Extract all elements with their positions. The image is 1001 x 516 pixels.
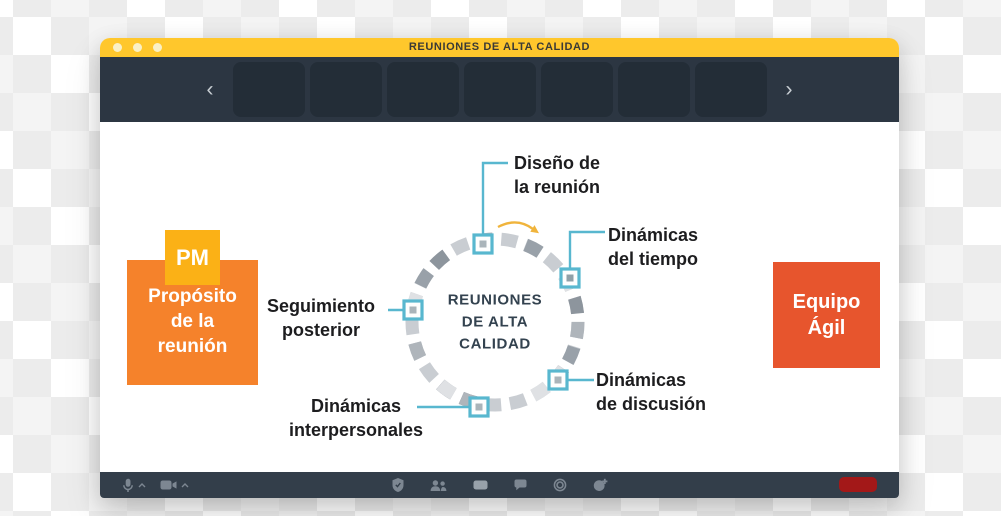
camera-options-caret-icon[interactable] <box>181 482 189 488</box>
title-bar: REUNIONES DE ALTA CALIDAD <box>100 38 899 57</box>
microphone-options-caret-icon[interactable] <box>138 482 146 488</box>
clockwise-arrow-icon <box>497 221 534 230</box>
label-discusion: Dinámicas de discusión <box>596 370 707 415</box>
minimize-window-dot[interactable] <box>133 43 142 52</box>
microphone-icon[interactable] <box>122 478 134 493</box>
node-interpersonales <box>468 396 490 418</box>
av-controls <box>100 478 189 493</box>
node-seguimiento <box>402 299 424 321</box>
label-seguimiento: Seguimiento posterior <box>266 296 375 341</box>
traffic-light-dots <box>113 38 162 57</box>
slide-thumbnail[interactable] <box>463 62 536 117</box>
connector-tiempo <box>568 230 605 270</box>
diagram-center-title: REUNIONES DE ALTA CALIDAD <box>447 291 543 352</box>
circle-diagram <box>388 161 605 418</box>
presentation-window: REUNIONES DE ALTA CALIDAD ‹ › <box>100 38 899 498</box>
chat-icon[interactable] <box>514 479 527 491</box>
connector-diseno <box>481 161 508 235</box>
maximize-window-dot[interactable] <box>153 43 162 52</box>
chevron-right-icon[interactable]: › <box>785 78 793 101</box>
record-icon[interactable] <box>553 478 567 492</box>
slide-thumbnail[interactable] <box>617 62 690 117</box>
node-diseno <box>472 233 494 255</box>
apps-icon[interactable] <box>593 478 608 492</box>
close-window-dot[interactable] <box>113 43 122 52</box>
end-call-button[interactable] <box>839 477 877 492</box>
label-diseno: Diseño de la reunión <box>514 153 601 198</box>
chevron-left-icon[interactable]: ‹ <box>206 78 214 101</box>
node-discusion <box>547 369 569 391</box>
slide-thumbnail[interactable] <box>309 62 382 117</box>
security-shield-icon[interactable] <box>392 478 404 492</box>
slide-filmstrip: ‹ › <box>100 57 899 122</box>
slide-canvas: REUNIONES DE ALTA CALIDAD Diseño de la r… <box>100 122 899 472</box>
slide-thumbnail[interactable] <box>386 62 459 117</box>
slide-thumbnail[interactable] <box>232 62 305 117</box>
pm-badge: PM <box>165 230 220 285</box>
slide-thumbnail[interactable] <box>694 62 767 117</box>
meeting-controls <box>392 472 608 498</box>
arrowhead <box>530 225 539 234</box>
equipo-agil-box: Equipo Ágil <box>773 262 880 368</box>
node-tiempo <box>559 267 581 289</box>
label-tiempo: Dinámicas del tiempo <box>608 225 699 270</box>
window-title: REUNIONES DE ALTA CALIDAD <box>408 41 591 53</box>
bottom-toolbar <box>100 472 899 498</box>
share-screen-icon[interactable] <box>473 480 488 490</box>
thumbnail-row <box>232 62 767 117</box>
slide-thumbnail[interactable] <box>540 62 613 117</box>
camera-icon[interactable] <box>160 480 177 490</box>
participants-icon[interactable] <box>430 479 447 491</box>
label-interpersonales: Dinámicas interpersonales <box>288 396 424 441</box>
